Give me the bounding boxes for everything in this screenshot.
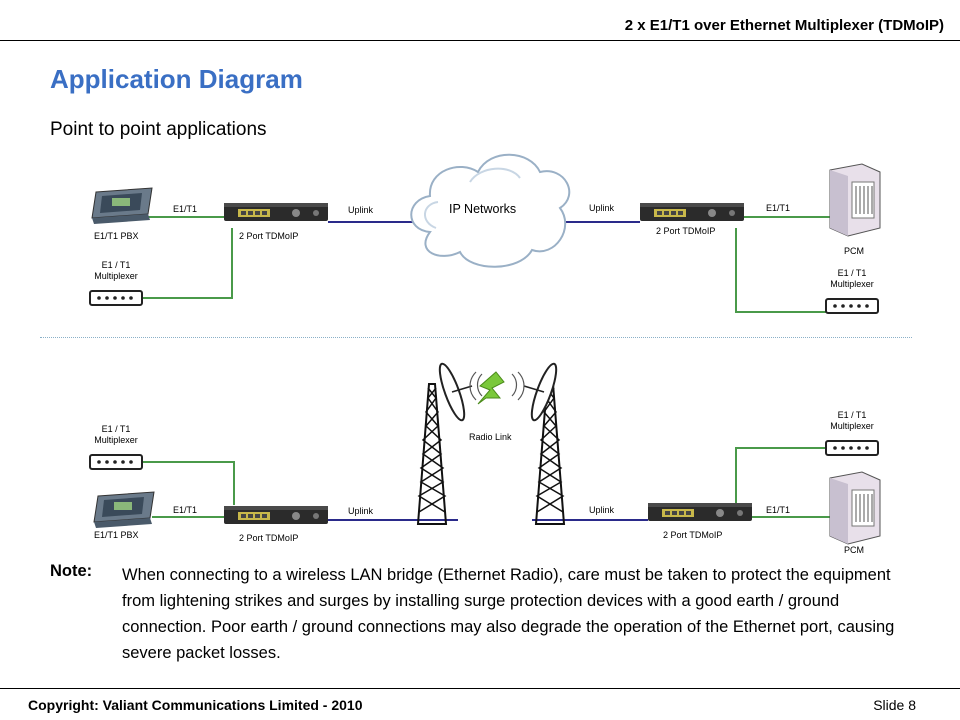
multiplexer-label-line1: E1 / T1 [101,424,131,434]
footer-divider [0,688,960,689]
tdmoip-label: 2 Port TDMoIP [239,231,299,241]
multiplexer-icon [89,454,143,470]
multiplexer-label-line2: Multiplexer [94,271,138,281]
pcm-equipment-icon [829,471,881,545]
multiplexer-label: E1 / T1 Multiplexer [80,260,152,282]
e1-link [142,228,233,299]
uplink-label: Uplink [348,205,374,215]
tdmoip-device-icon [224,506,328,524]
antenna-dish-icon [523,362,558,422]
note-label: Note: [50,562,93,580]
pcm-equipment-icon [829,163,881,237]
page-title: Application Diagram [50,64,303,94]
multiplexer-label-line1: E1 / T1 [837,410,867,420]
cloud-label: IP Networks [449,202,517,216]
uplink-label: Uplink [348,506,374,516]
tdmoip-device-icon [640,203,744,221]
e1t1-label: E1/T1 [766,505,791,515]
uplink-label: Uplink [589,203,615,213]
pbx-label: E1/T1 PBX [94,530,139,540]
page-subtitle: Point to point applications [50,119,267,140]
multiplexer-icon [825,440,879,456]
multiplexer-label-line2: Multiplexer [830,279,874,289]
radio-tower-icon [417,383,447,525]
multiplexer-label-line1: E1 / T1 [101,260,131,270]
antenna-dish-icon [438,362,473,422]
tdmoip-device-icon [224,203,328,221]
tdmoip-label: 2 Port TDMoIP [656,226,716,236]
multiplexer-label-line2: Multiplexer [830,421,874,431]
pbx-phone-icon [93,491,155,529]
ip-network-cloud [410,153,571,268]
multiplexer-icon [825,298,879,314]
header-divider [0,40,960,41]
e1t1-label: E1/T1 [173,505,198,515]
multiplexer-label-line2: Multiplexer [94,435,138,445]
pbx-phone-icon [91,187,153,225]
pcm-label: PCM [844,246,864,256]
multiplexer-label-line1: E1 / T1 [837,268,867,278]
footer-copyright: Copyright: Valiant Communications Limite… [28,697,363,713]
multiplexer-icon [89,290,143,306]
uplink-label: Uplink [589,505,615,515]
multiplexer-label: E1 / T1 Multiplexer [816,268,888,290]
radio-link-label: Radio Link [469,432,512,442]
multiplexer-label: E1 / T1 Multiplexer [80,424,152,446]
tdmoip-label: 2 Port TDMoIP [239,533,299,543]
note-text: When connecting to a wireless LAN bridge… [122,566,895,662]
slide-number: Slide 8 [873,697,916,713]
multiplexer-label: E1 / T1 Multiplexer [816,410,888,432]
pcm-label: PCM [844,545,864,555]
tdmoip-label: 2 Port TDMoIP [663,530,723,540]
e1-link [735,228,826,313]
pbx-label: E1/T1 PBX [94,231,139,241]
section-divider [40,337,912,338]
e1-link [735,447,826,505]
e1t1-label: E1/T1 [766,203,791,213]
header-title: 2 x E1/T1 over Ethernet Multiplexer (TDM… [624,17,944,34]
e1-link [142,461,235,505]
tdmoip-device-icon [648,503,752,521]
radio-signal-icon [469,371,525,405]
e1t1-label: E1/T1 [173,204,198,214]
